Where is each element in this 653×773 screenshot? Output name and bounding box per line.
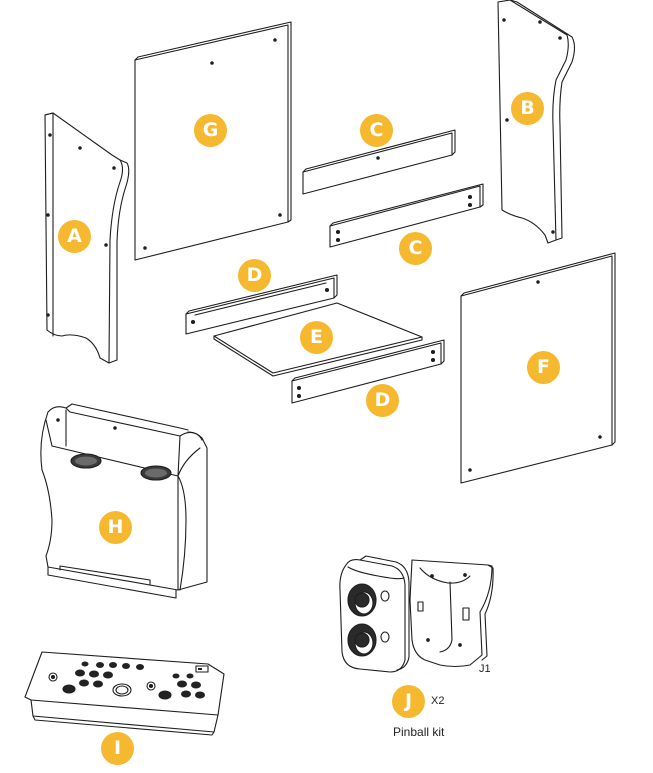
part-label-c-lower: C <box>399 232 432 265</box>
part-label-c-upper: C <box>360 114 393 147</box>
part-label-a: A <box>58 220 91 253</box>
pinball-kit-part-label: J1 <box>479 663 491 675</box>
part-label-d-back: D <box>238 259 271 292</box>
part-label-i: I <box>101 732 134 765</box>
part-label-f: F <box>527 351 560 384</box>
pinball-kit-quantity: X2 <box>431 695 445 707</box>
part-label-j: J <box>392 685 425 718</box>
pinball-kit-caption: Pinball kit <box>393 725 445 739</box>
part-label-d-front: D <box>366 384 399 417</box>
part-label-g: G <box>194 114 227 147</box>
cross-rail-upper-drawing <box>303 130 455 194</box>
control-panel-drawing <box>25 652 224 735</box>
speaker-top-unit-drawing <box>41 404 207 598</box>
cross-rail-lower-drawing <box>330 184 483 247</box>
part-label-b: B <box>511 92 544 125</box>
part-label-e: E <box>300 321 333 354</box>
pinball-kit-drawing <box>340 556 493 672</box>
shelf-rail-back-drawing <box>186 275 337 334</box>
part-label-h: H <box>99 511 132 544</box>
shelf-rail-front-drawing <box>292 340 444 403</box>
